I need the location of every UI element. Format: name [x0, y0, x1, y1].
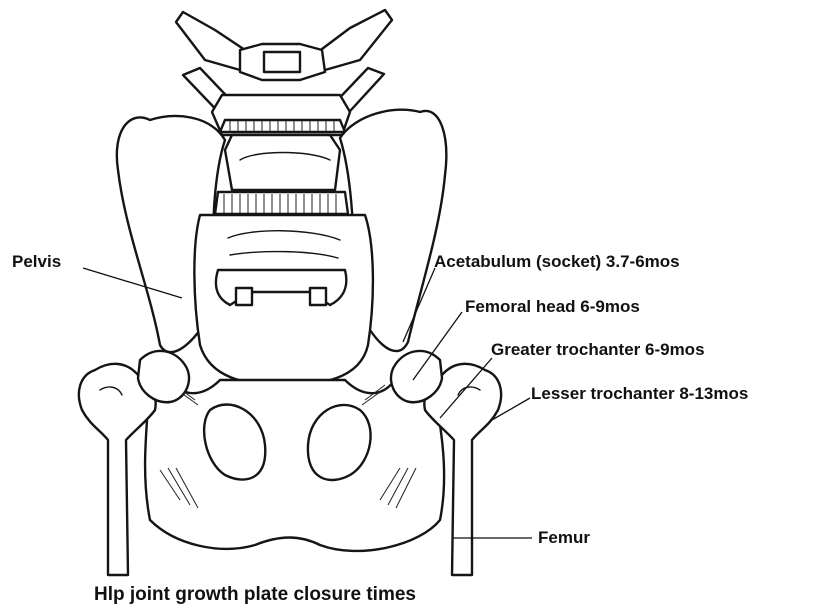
femur-label: Femur	[538, 528, 590, 547]
femoral-head-label: Femoral head 6-9mos	[465, 297, 640, 316]
pelvis-label: Pelvis	[12, 252, 61, 271]
diagram-caption: Hlp joint growth plate closure times	[94, 584, 416, 605]
acetabulum-label: Acetabulum (socket) 3.7-6mos	[434, 252, 680, 271]
lesser-trochanter-label: Lesser trochanter 8-13mos	[531, 384, 748, 403]
greater-trochanter-label: Greater trochanter 6-9mos	[491, 340, 705, 359]
